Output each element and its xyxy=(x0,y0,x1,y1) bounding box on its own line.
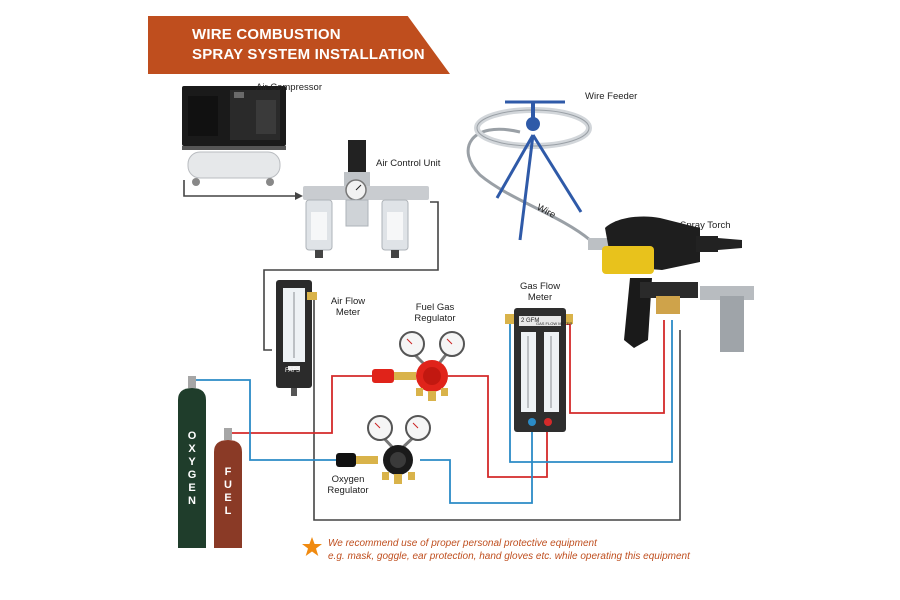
spray-torch-graphic xyxy=(588,216,754,352)
air-compressor-label: Air Compressor xyxy=(256,82,322,93)
air-flow-meter-label: Air Flow Meter xyxy=(330,296,366,318)
title-line-1: WIRE COMBUSTION xyxy=(192,26,341,43)
fuel-line-torch xyxy=(566,320,665,414)
air-line-arrow xyxy=(295,192,303,200)
air-control-unit-graphic xyxy=(303,140,429,258)
fuel-gas-regulator-label: Fuel Gas Regulator xyxy=(414,302,456,324)
gas-meter-badge: 2 GFM xyxy=(521,318,540,324)
air-line-compressor xyxy=(183,180,296,197)
wire-feeder-label: Wire Feeder xyxy=(585,91,638,102)
oxygen-regulator-graphic xyxy=(336,415,431,484)
safety-note-line-1: We recommend use of proper personal prot… xyxy=(328,538,597,549)
air-flow-meter-mark: FAFS xyxy=(285,368,301,374)
star-icon xyxy=(302,537,322,556)
fuel-line-cylinder xyxy=(232,375,372,434)
air-compressor-graphic xyxy=(182,86,286,186)
fuel-cylinder-graphic xyxy=(214,428,242,548)
title-line-2: SPRAY SYSTEM INSTALLATION xyxy=(192,46,425,63)
oxygen-line-cylinder xyxy=(192,379,338,461)
fuel-gas-regulator-graphic xyxy=(372,331,465,401)
spray-torch-label: Spray Torch xyxy=(680,220,731,231)
gas-flow-meter-label: Gas Flow Meter xyxy=(519,281,561,303)
gas-flow-meter-graphic xyxy=(505,308,573,432)
oxygen-cylinder-label: O X Y G E N xyxy=(187,430,197,507)
air-line-torch xyxy=(313,300,681,521)
oxygen-cylinder-graphic xyxy=(178,376,206,548)
oxygen-line-torch xyxy=(509,320,673,463)
safety-note-line-2: e.g. mask, goggle, ear protection, hand … xyxy=(328,551,690,562)
air-line-control xyxy=(263,201,439,351)
wire-feeder-graphic xyxy=(474,100,592,241)
oxygen-regulator-label: Oxygen Regulator xyxy=(327,474,369,496)
gas-meter-caption: GAS FLOW METER xyxy=(536,321,573,326)
air-flow-meter-graphic xyxy=(276,280,317,396)
air-control-unit-label: Air Control Unit xyxy=(376,158,441,169)
title-banner: WIRE COMBUSTION SPRAY SYSTEM INSTALLATIO… xyxy=(148,16,450,74)
wire-line xyxy=(466,127,591,242)
fuel-cylinder-label: F U E L xyxy=(224,466,232,517)
oxygen-line-meter xyxy=(420,430,533,504)
